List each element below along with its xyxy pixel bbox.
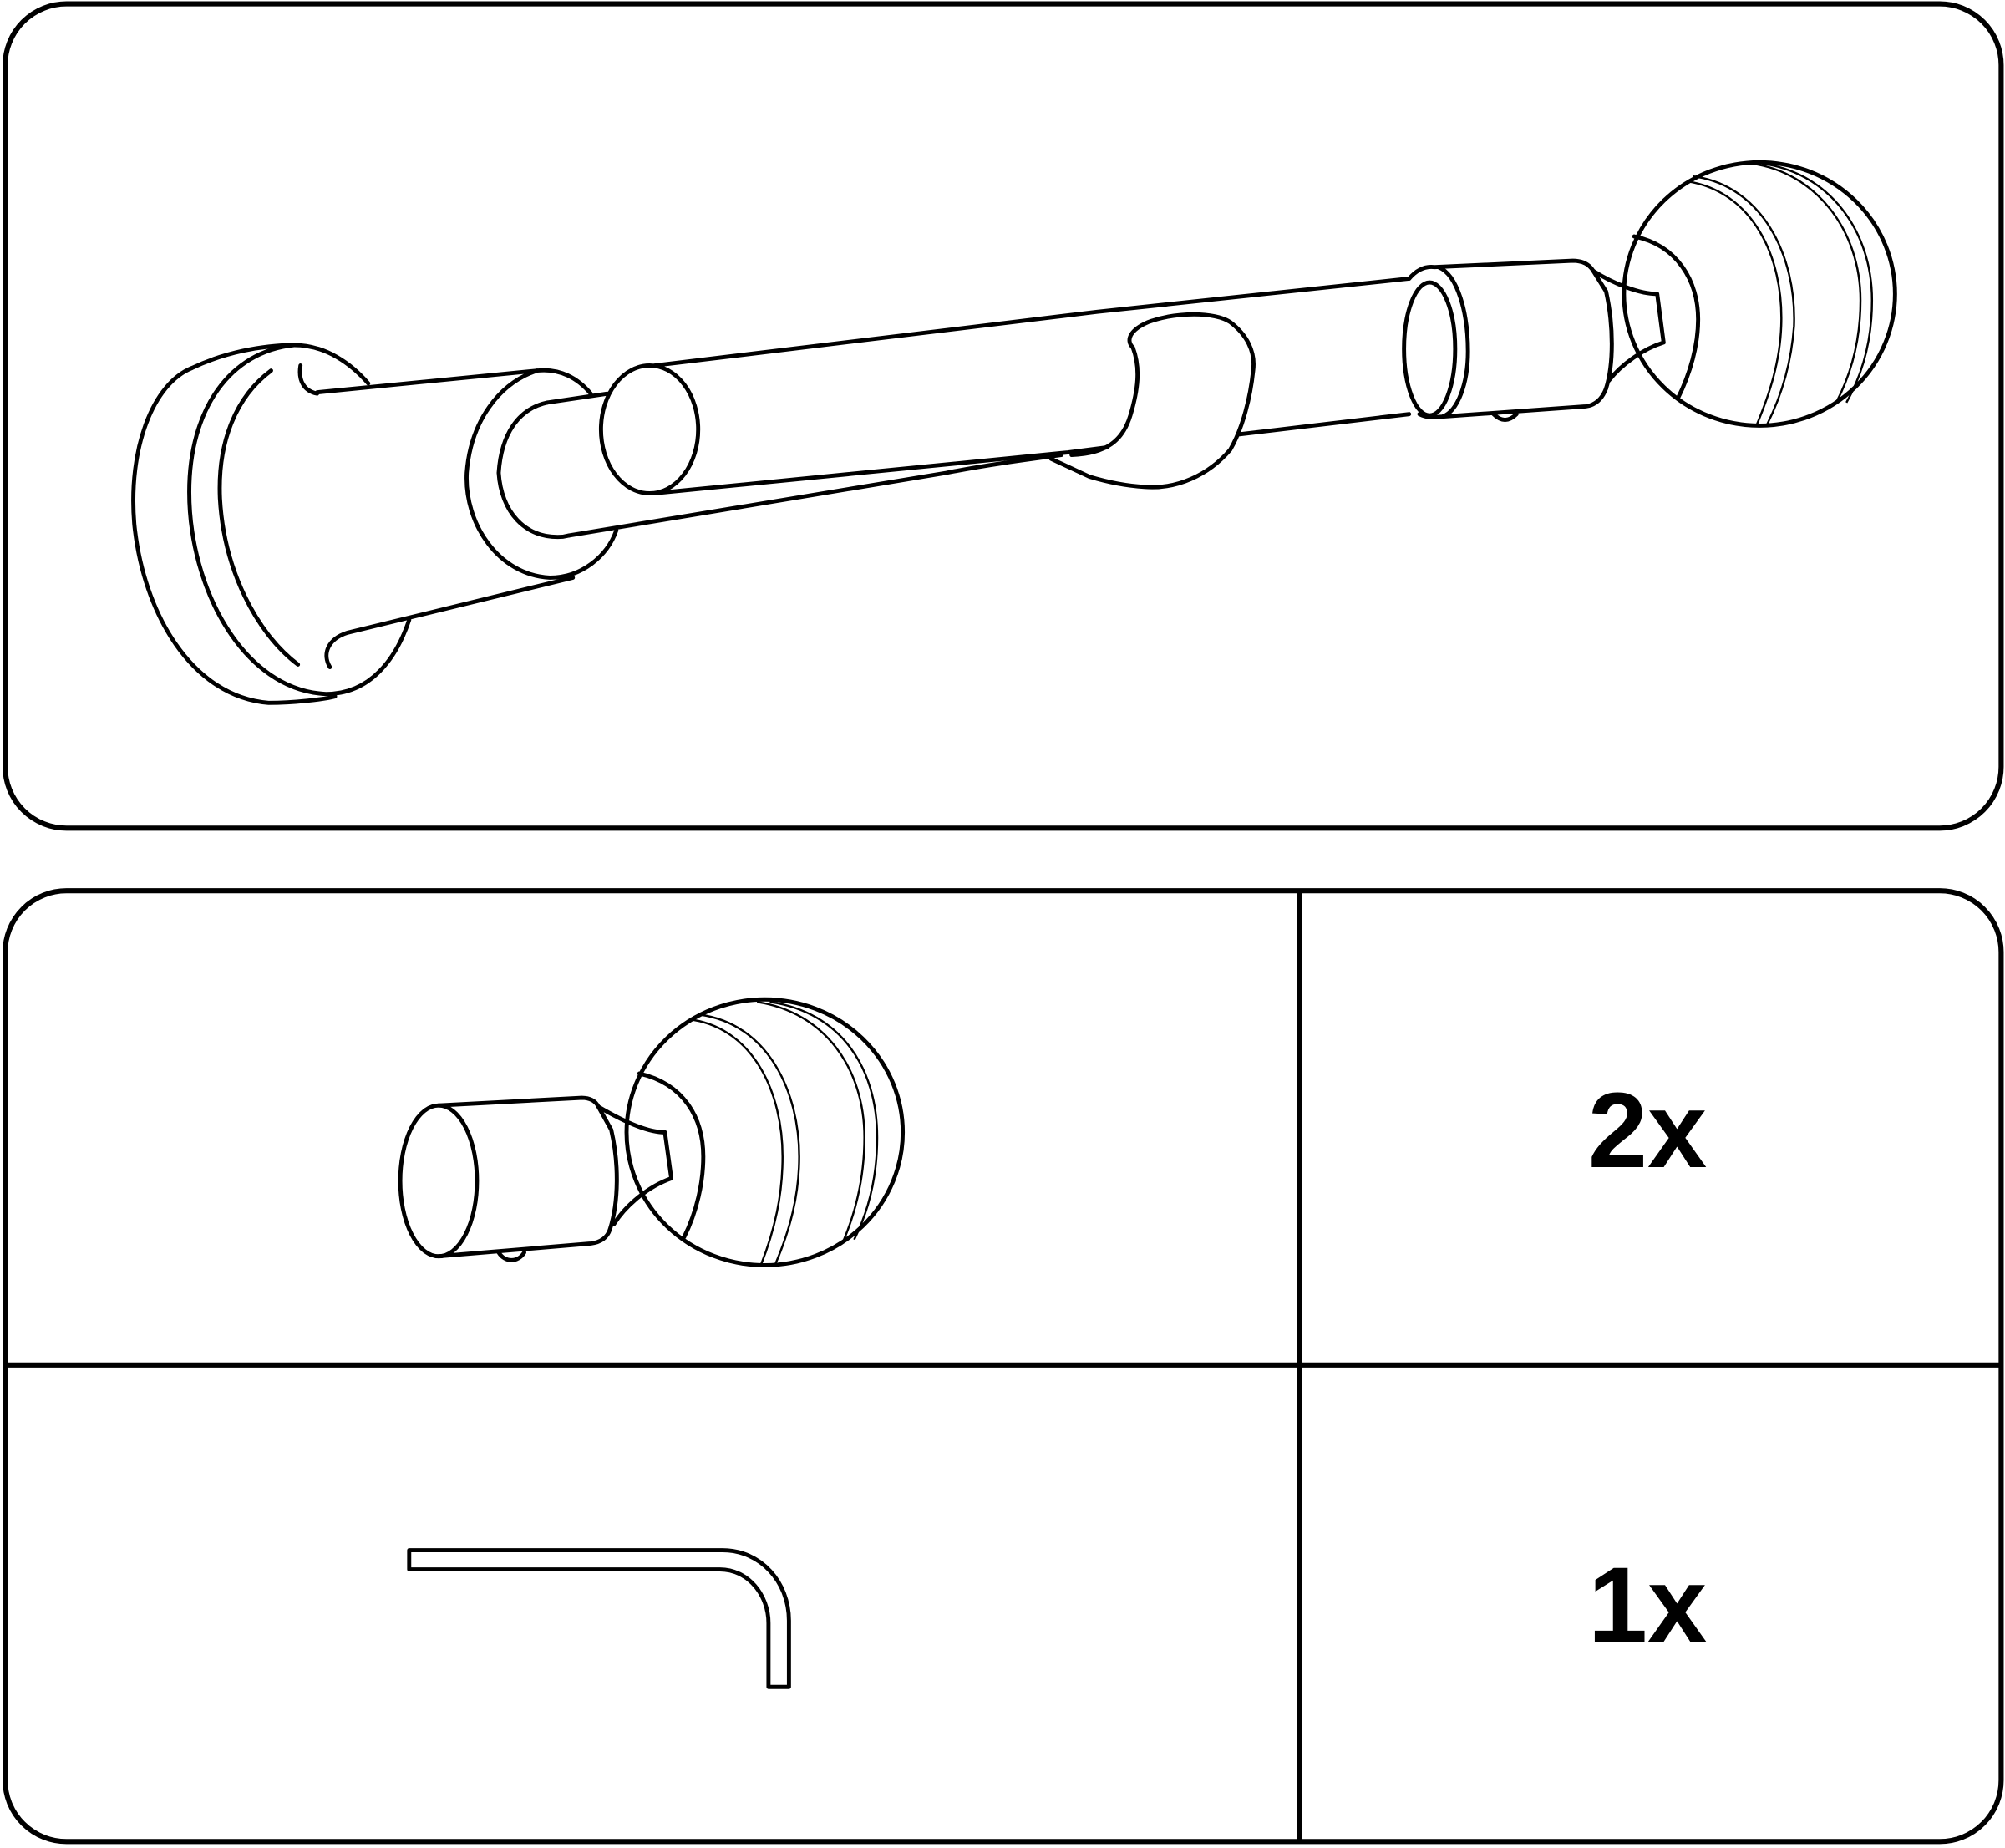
quantity-finial: 2x: [1587, 1071, 1708, 1191]
ball-finial-end-cap-icon: [398, 997, 906, 1267]
top-panel-frame: [3, 1, 2004, 831]
curtain-rod-assembly-icon: [131, 160, 1897, 705]
quantity-allen-key: 1x: [1587, 1546, 1708, 1665]
allen-key-icon: [407, 1548, 791, 1689]
